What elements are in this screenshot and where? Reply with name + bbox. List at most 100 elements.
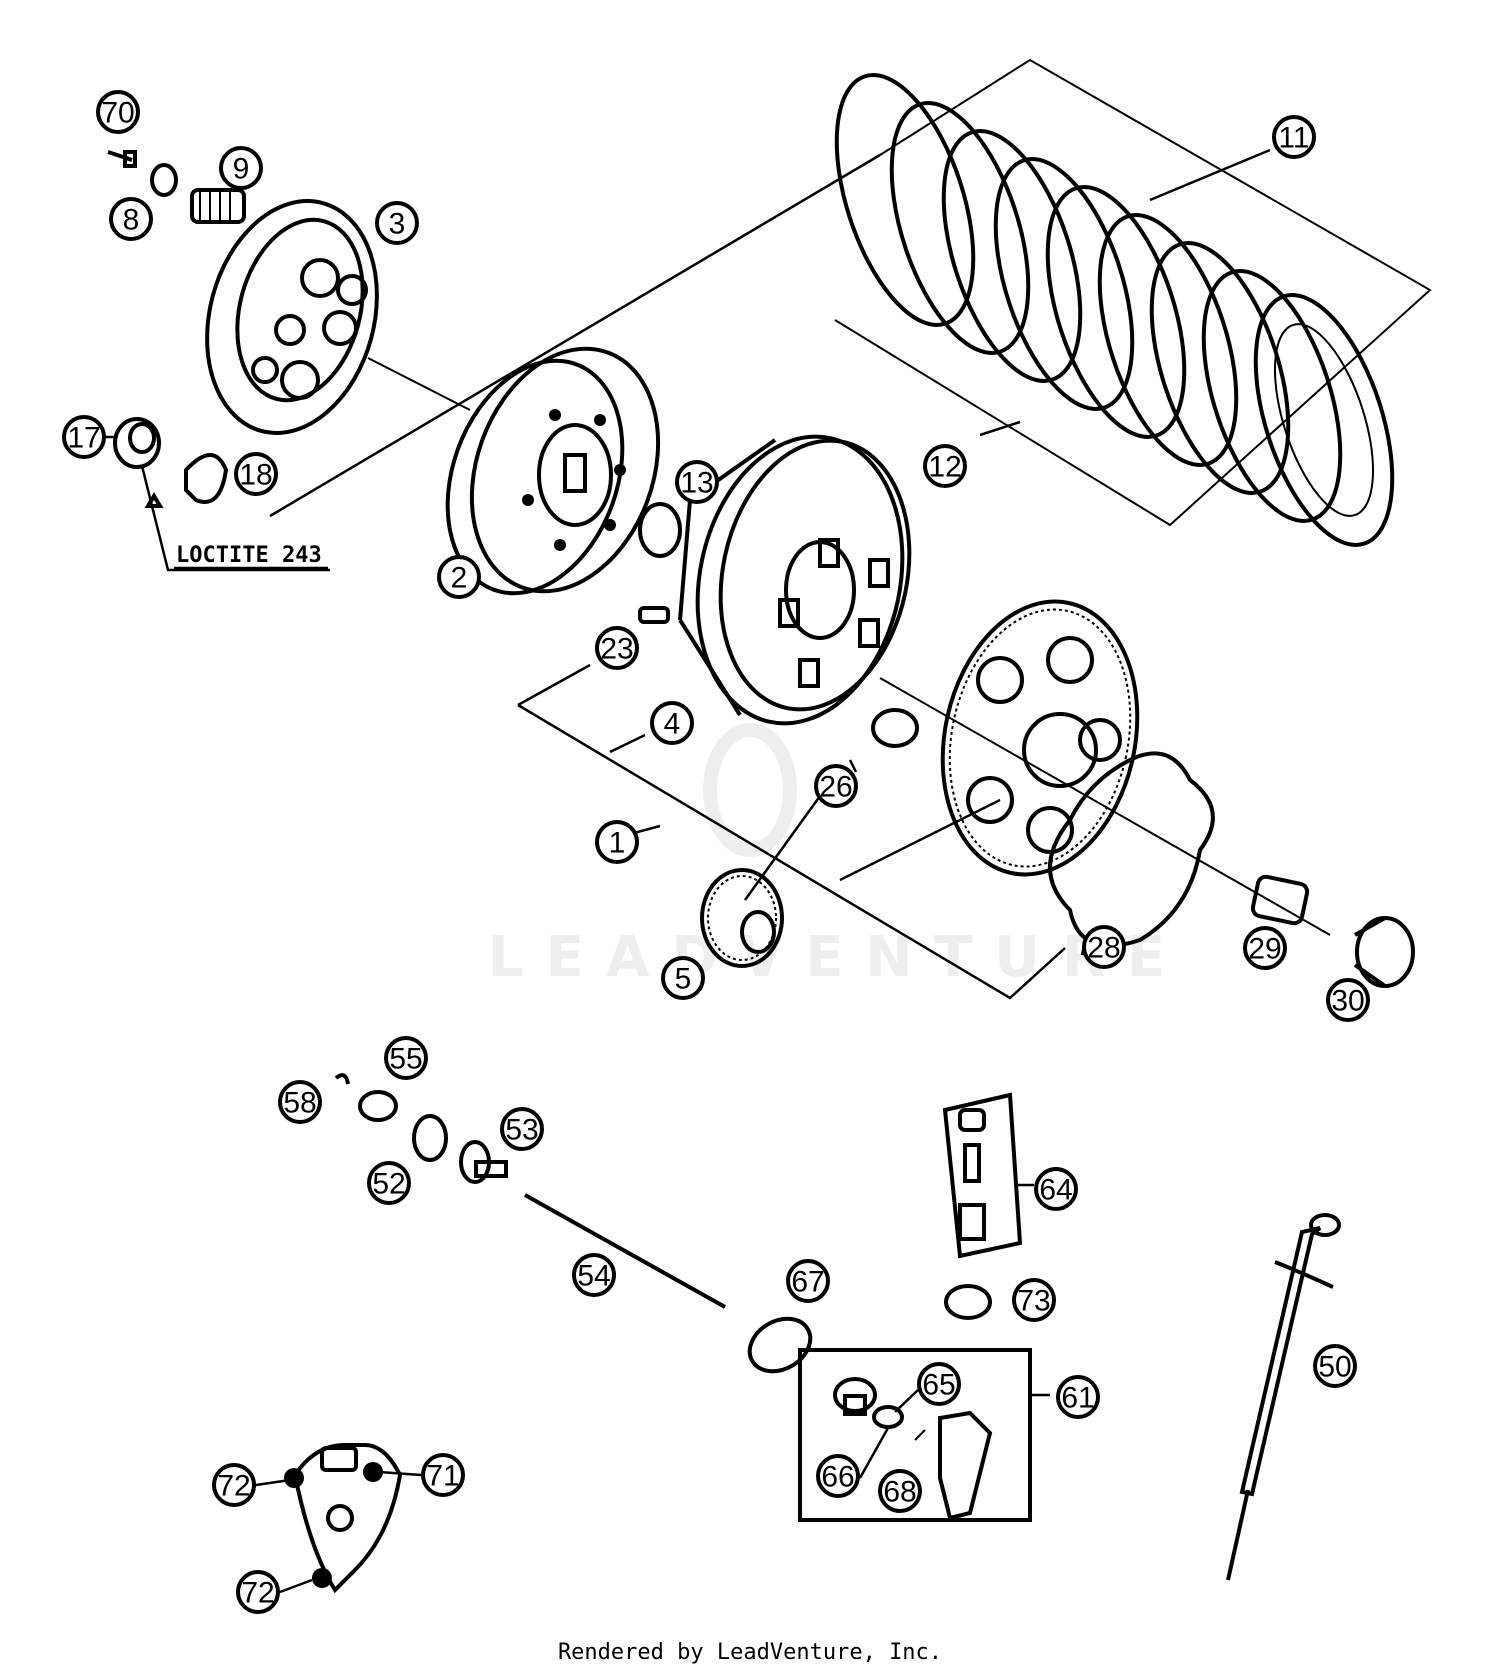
callout-5: 5 xyxy=(661,956,705,1000)
callout-number: 73 xyxy=(1017,1285,1050,1318)
callout-circle xyxy=(375,201,419,245)
callout-circle xyxy=(816,1454,860,1498)
callout-73: 73 xyxy=(1012,1278,1056,1322)
callout-65: 65 xyxy=(917,1362,961,1406)
callout-number: 72 xyxy=(217,1470,250,1503)
needle-bearing-29 xyxy=(1250,874,1310,926)
bolt-23 xyxy=(638,606,670,624)
callout-circle xyxy=(661,956,705,1000)
callout-61: 61 xyxy=(1056,1375,1100,1419)
callout-circle xyxy=(595,626,639,670)
callout-number: 68 xyxy=(883,1476,916,1509)
callout-2: 2 xyxy=(437,555,481,599)
callout-circle xyxy=(278,1080,322,1124)
callout-67: 67 xyxy=(786,1259,830,1303)
callout-1: 1 xyxy=(595,820,639,864)
callout-circle xyxy=(572,1253,616,1297)
callout-circle xyxy=(219,146,263,190)
callout-number: 61 xyxy=(1061,1382,1094,1415)
gasket-28 xyxy=(1048,751,1215,948)
callout-72: 72 xyxy=(236,1570,280,1614)
callout-circle xyxy=(1272,115,1316,159)
group-lines xyxy=(269,58,1432,1000)
callout-number: 67 xyxy=(791,1266,824,1299)
callout-number: 4 xyxy=(664,708,681,741)
callout-circle xyxy=(1082,925,1126,969)
callout-number: 13 xyxy=(680,467,713,500)
callout-71: 71 xyxy=(421,1453,465,1497)
pushrod-54 xyxy=(524,1193,726,1309)
callout-72: 72 xyxy=(212,1463,256,1507)
callout-number: 30 xyxy=(1331,985,1364,1018)
callout-circle xyxy=(595,820,639,864)
callout-circle xyxy=(234,452,278,496)
loctite-label: LOCTITE 243 xyxy=(176,543,322,568)
callout-circle xyxy=(109,197,153,241)
washer-13 xyxy=(638,502,682,558)
footer-credit: Rendered by LeadVenture, Inc. xyxy=(557,1640,943,1665)
callout-number: 9 xyxy=(233,153,250,186)
callout-circle xyxy=(236,1570,280,1614)
callout-circle xyxy=(650,701,694,745)
callout-number: 3 xyxy=(389,208,406,241)
callout-circle xyxy=(421,1453,465,1497)
callout-number: 54 xyxy=(577,1260,610,1293)
callout-64: 64 xyxy=(1034,1167,1078,1211)
callout-circle xyxy=(814,764,858,808)
parts: LOCTITE 243 xyxy=(105,73,1415,1594)
callout-number: 70 xyxy=(101,97,134,130)
slave-cylinder-61 xyxy=(798,1348,1050,1522)
callout-54: 54 xyxy=(572,1253,616,1297)
callout-number: 12 xyxy=(928,451,961,484)
callout-30: 30 xyxy=(1326,978,1370,1022)
callout-26: 26 xyxy=(814,764,858,808)
callout-circle xyxy=(1313,1344,1357,1388)
callout-18: 18 xyxy=(234,452,278,496)
callout-number: 58 xyxy=(283,1087,316,1120)
callout-circle xyxy=(786,1259,830,1303)
callout-number: 2 xyxy=(451,562,468,595)
nut-26 xyxy=(871,708,919,748)
callout-4: 4 xyxy=(650,701,694,745)
cover-71 xyxy=(284,1443,403,1594)
callout-number: 50 xyxy=(1318,1351,1351,1384)
callout-number: 65 xyxy=(922,1369,955,1402)
callout-number: 71 xyxy=(426,1460,459,1493)
callout-circle xyxy=(878,1469,922,1513)
callout-number: 28 xyxy=(1087,932,1120,965)
callout-number: 23 xyxy=(600,633,633,666)
callout-58: 58 xyxy=(278,1080,322,1124)
nut-17 xyxy=(113,417,161,469)
gear-5 xyxy=(700,868,784,968)
callout-52: 52 xyxy=(367,1161,411,1205)
nut-8 xyxy=(150,163,178,197)
callout-circle xyxy=(1243,926,1287,970)
callout-55: 55 xyxy=(384,1036,428,1080)
callout-number: 11 xyxy=(1278,122,1309,155)
pressure-plate-3 xyxy=(205,199,379,435)
callout-66: 66 xyxy=(816,1454,860,1498)
axis-gear xyxy=(879,677,1331,936)
callout-number: 64 xyxy=(1039,1174,1072,1207)
axis-3-2 xyxy=(367,357,471,411)
callout-53: 53 xyxy=(500,1107,544,1151)
callout-11: 11 xyxy=(1272,115,1316,159)
bushing-30 xyxy=(1353,916,1415,988)
callout-circle xyxy=(1326,978,1370,1022)
spring-9 xyxy=(190,188,246,224)
callout-17: 17 xyxy=(62,415,106,459)
callout-circle xyxy=(1012,1278,1056,1322)
callout-number: 72 xyxy=(241,1577,274,1610)
watermark: LEADVENTURE xyxy=(488,723,1187,990)
callout-68: 68 xyxy=(878,1469,922,1513)
callout-number: 52 xyxy=(372,1168,405,1201)
callout-50: 50 xyxy=(1313,1344,1357,1388)
lock-washer-18 xyxy=(184,453,229,504)
clip-58 xyxy=(334,1073,350,1085)
watermark-text: LEADVENTURE xyxy=(488,925,1187,990)
inner-hub-2 xyxy=(445,346,661,596)
callout-circle xyxy=(212,1463,256,1507)
callout-circle xyxy=(1056,1375,1100,1419)
callout-number: 5 xyxy=(675,963,692,996)
